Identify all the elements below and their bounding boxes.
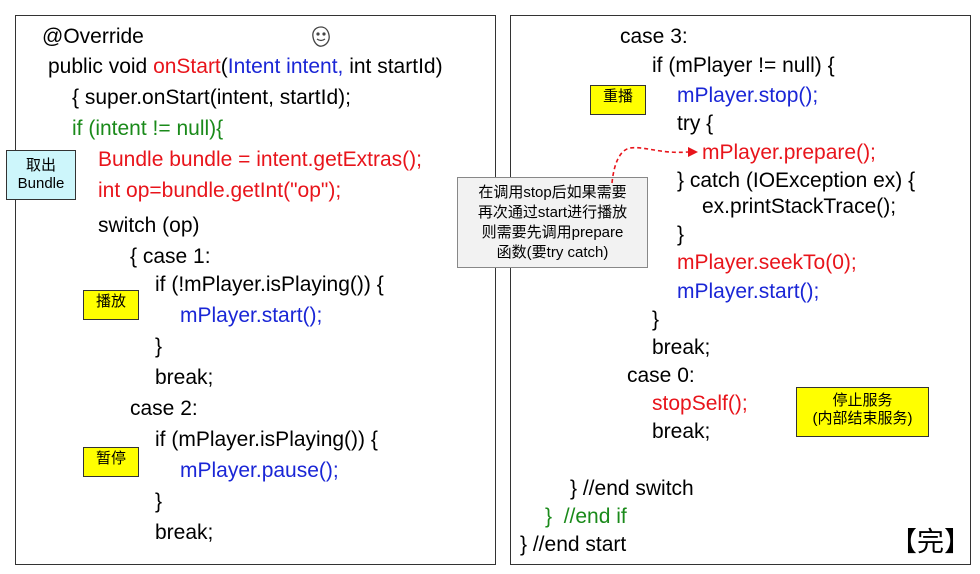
code-token: mPlayer.stop(); [677, 84, 819, 107]
code-token: int startId) [343, 55, 443, 78]
code-token: mPlayer.start(); [180, 304, 323, 327]
code-token: switch (op) [98, 214, 200, 237]
right-code-line: break; [652, 336, 710, 360]
right-code-line: } [652, 308, 659, 332]
code-token: public void [48, 55, 154, 78]
callout-prepare-note: 在调用stop后如果需要 再次通过start进行播放 则需要先调用prepare… [457, 177, 648, 268]
code-token: } //end start [520, 533, 627, 556]
code-token: stopSelf(); [652, 392, 748, 415]
left-code-line: break; [155, 366, 213, 390]
right-code-line: try { [677, 112, 713, 136]
code-token: int op=bundle.getInt("op"); [98, 179, 342, 202]
code-token: mPlayer.seekTo(0); [677, 251, 857, 274]
left-code-line: mPlayer.start(); [180, 304, 322, 328]
note-get-bundle: 取出 Bundle [6, 150, 76, 200]
code-token: if (mPlayer != null) { [652, 54, 835, 77]
code-token: if (intent != null){ [72, 117, 224, 140]
right-code-panel [510, 15, 971, 565]
code-token: @Override [42, 25, 144, 48]
done-mark: 【完】 [890, 527, 971, 557]
right-code-line: } //end start [520, 533, 626, 557]
code-token: ex.printStackTrace(); [702, 195, 897, 218]
doodle-icon [312, 26, 330, 47]
dashed-arrow [611, 146, 698, 184]
left-code-line: { super.onStart(intent, startId); [72, 86, 351, 110]
left-code-line: switch (op) [98, 214, 200, 238]
code-token: mPlayer.prepare(); [702, 141, 876, 164]
code-token: } [652, 308, 660, 331]
left-code-line: int op=bundle.getInt("op"); [98, 179, 341, 203]
code-token: case 0: [627, 364, 695, 387]
right-code-line: mPlayer.start(); [677, 280, 819, 304]
code-token: } [155, 490, 163, 513]
right-code-line: mPlayer.stop(); [677, 84, 818, 108]
left-code-line: if (!mPlayer.isPlaying()) { [155, 273, 384, 297]
right-code-line: if (mPlayer != null) { [652, 54, 835, 78]
left-code-line: if (intent != null){ [72, 117, 223, 141]
code-token: { case 1: [130, 245, 211, 268]
code-token: break; [652, 336, 711, 359]
right-code-line: case 0: [627, 364, 695, 388]
code-token: } //end switch [570, 477, 694, 500]
code-token: if (!mPlayer.isPlaying()) { [155, 273, 384, 296]
left-code-line: case 2: [130, 397, 198, 421]
right-code-line: break; [652, 420, 710, 444]
left-code-line: } [155, 335, 162, 359]
left-code-line: if (mPlayer.isPlaying()) { [155, 428, 378, 452]
note-pause: 暂停 [83, 447, 139, 477]
code-token: case 2: [130, 397, 198, 420]
code-token: mPlayer.start(); [677, 280, 820, 303]
code-token: } [677, 223, 685, 246]
right-code-line: mPlayer.prepare(); [702, 141, 876, 165]
code-token: break; [155, 521, 214, 544]
code-token: } [545, 505, 564, 528]
note-replay: 重播 [590, 85, 646, 115]
right-code-line: } [677, 223, 684, 247]
right-code-line: stopSelf(); [652, 392, 748, 416]
code-token: } catch (IOException ex) { [677, 169, 916, 192]
left-code-line: public void onStart(Intent intent, int s… [48, 55, 443, 79]
right-code-line: ex.printStackTrace(); [702, 195, 896, 219]
note-stop-service: 停止服务 (内部结束服务) [796, 387, 929, 437]
code-token: ( [220, 55, 228, 78]
left-code-line: { case 1: [130, 245, 211, 269]
code-token: Intent intent, [227, 55, 344, 78]
code-token: mPlayer.pause(); [180, 459, 339, 482]
right-code-line: } //end if [545, 505, 627, 529]
left-code-line: @Override [42, 25, 144, 49]
left-code-line: Bundle bundle = intent.getExtras(); [98, 148, 422, 172]
code-token: try { [677, 112, 714, 135]
code-token: case 3: [620, 25, 688, 48]
code-token: Bundle bundle = intent.getExtras(); [98, 148, 422, 171]
note-play: 播放 [83, 290, 139, 320]
right-code-line: } catch (IOException ex) { [677, 169, 915, 193]
code-token: onStart [153, 55, 221, 78]
code-token: break; [155, 366, 214, 389]
code-token: break; [652, 420, 711, 443]
code-token: { super.onStart(intent, startId); [72, 86, 351, 109]
right-code-line: mPlayer.seekTo(0); [677, 251, 857, 275]
left-code-line: mPlayer.pause(); [180, 459, 339, 483]
code-token: if (mPlayer.isPlaying()) { [155, 428, 378, 451]
code-token: //end if [563, 505, 627, 528]
left-code-line: } [155, 490, 162, 514]
code-token: } [155, 335, 163, 358]
right-code-line: } //end switch [570, 477, 694, 501]
right-code-line: case 3: [620, 25, 688, 49]
left-code-line: break; [155, 521, 213, 545]
